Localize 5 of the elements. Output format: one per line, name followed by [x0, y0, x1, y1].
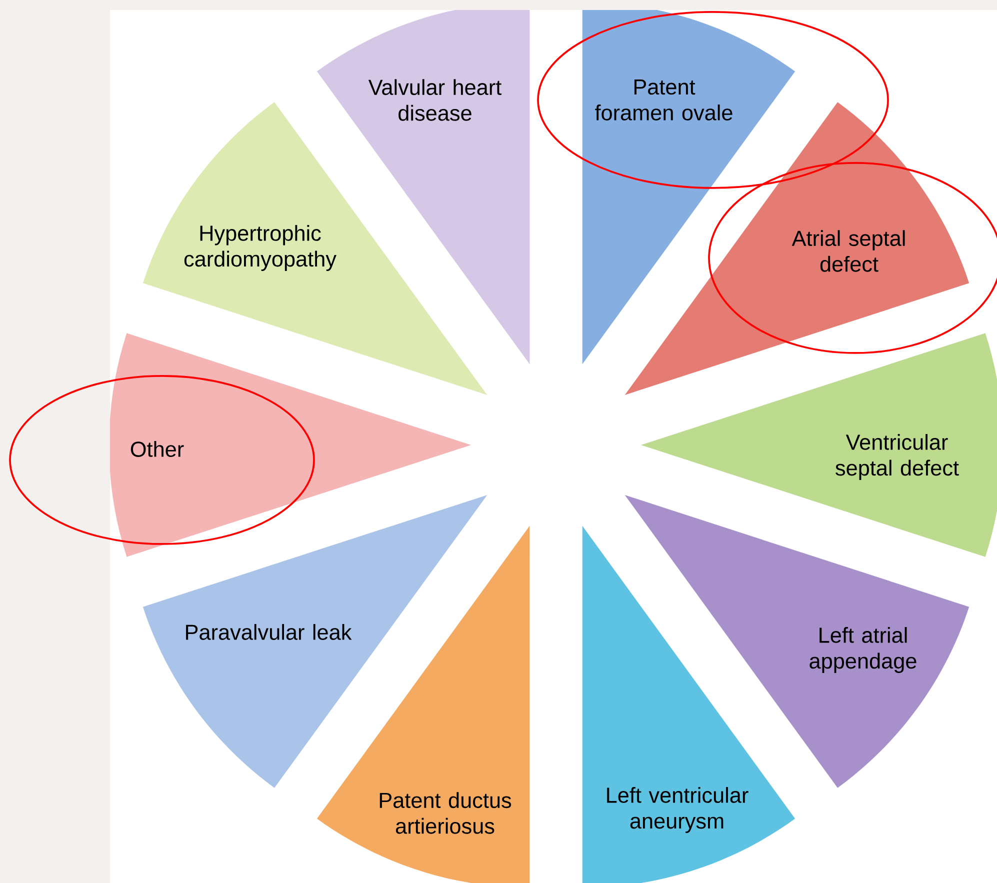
- pie-wedge: Left atrial appendage: [624, 495, 970, 788]
- pie-wedge: Ventricular septal defect: [641, 333, 997, 557]
- pie-wedge: Paravalvular leak: [142, 495, 488, 788]
- pie-wedge: Left ventricular aneurysm: [582, 526, 796, 883]
- pie-wedge: Other: [110, 333, 471, 557]
